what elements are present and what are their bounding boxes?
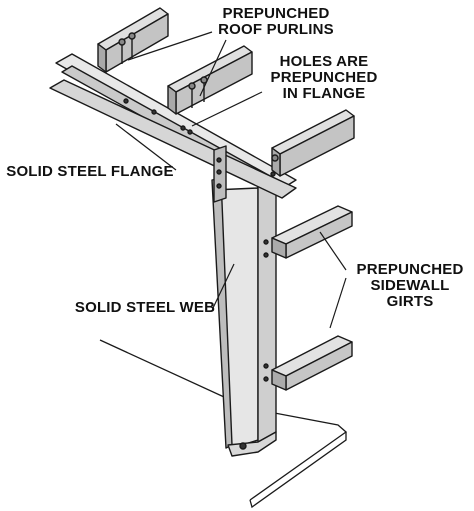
label-holes-line-1: HOLES ARE [279,53,369,70]
label-purlins-line-2: ROOF PURLINS [218,21,334,38]
label-prepunched-sidewall-girts: PREPUNCHED SIDEWALL GIRTS [348,262,472,310]
rafter-bottom-flange [49,79,297,199]
column-outer-flange [255,179,277,443]
leader-lines [115,31,347,329]
steel-rafter [49,53,297,203]
label-girts-line-2: SIDEWALL [370,277,450,294]
label-holes-line-2: PREPUNCHED [270,69,378,86]
purlin-1 [97,7,169,73]
label-girts-line-3: GIRTS [386,293,434,310]
purlin-3 [271,109,355,177]
label-web-line: SOLID STEEL WEB [74,299,216,316]
sidewall-girts [271,205,353,391]
label-solid-steel-flange: SOLID STEEL FLANGE [2,164,178,180]
steel-column [211,177,277,457]
label-flange-line: SOLID STEEL FLANGE [6,163,174,180]
girt-lower [271,335,353,391]
label-holes-prepunched-in-flange: HOLES ARE PREPUNCHED IN FLANGE [262,54,386,102]
purlin-2 [167,45,253,115]
column-base [227,431,277,457]
label-purlins-line-1: PREPUNCHED [222,5,330,22]
label-prepunched-roof-purlins: PREPUNCHED ROOF PURLINS [196,6,356,38]
label-solid-steel-web: SOLID STEEL WEB [70,300,220,316]
label-girts-line-1: PREPUNCHED [356,261,464,278]
girt-upper [271,205,353,259]
roof-purlins [97,7,355,177]
label-holes-line-3: IN FLANGE [282,85,366,102]
